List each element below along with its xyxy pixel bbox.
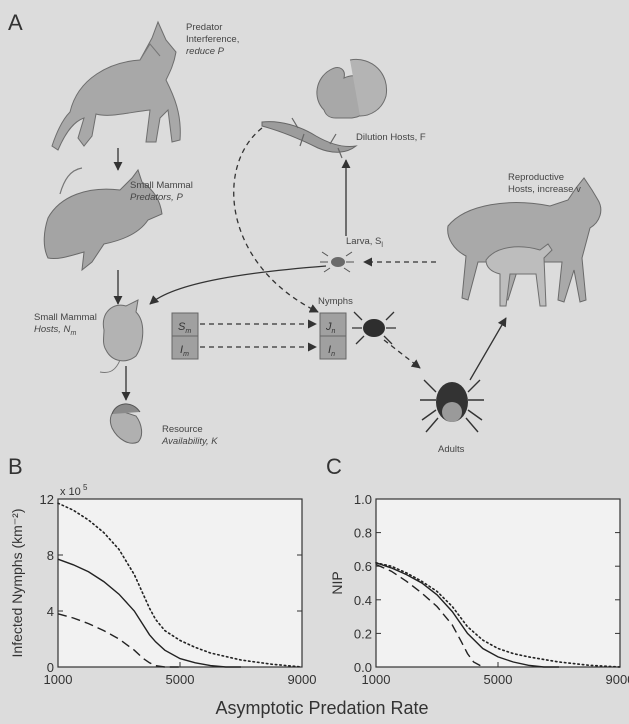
chart-c-y-axis-title: NIP <box>329 571 345 594</box>
chart-c: 0.00.20.40.60.81.0100050009000NIP <box>329 492 629 687</box>
mouse-icon <box>100 300 143 373</box>
predator-interference-label-3: reduce P <box>186 46 225 57</box>
lizard-icon <box>262 118 356 158</box>
chart-c-y-tick-label: 0.2 <box>354 626 372 641</box>
panel-label-b: B <box>8 454 23 479</box>
nymph-infection-box: Jn In <box>320 313 346 359</box>
chart-b-y-axis-title: Infected Nymphs (km⁻²) <box>9 509 25 658</box>
adult-tick-icon <box>420 380 484 432</box>
chart-c-x-tick-label: 1000 <box>362 672 391 687</box>
chart-c-x-tick-label: 9000 <box>606 672 629 687</box>
shared-x-axis-label: Asymptotic Predation Rate <box>215 698 428 718</box>
adults-label: Adults <box>438 444 465 455</box>
arrow-lizard-to-nymphs <box>234 128 318 312</box>
nymphs-label: Nymphs <box>318 296 353 307</box>
small-mammal-predators-label-2: Predators, P <box>130 192 183 203</box>
predator-interference-label-2: Interference, <box>186 34 239 45</box>
larva-label: Larva, Sl <box>346 236 383 249</box>
resource-label-2: Availability, K <box>161 436 218 447</box>
chart-b-y-tick-label: 8 <box>47 548 54 563</box>
chart-b-x-tick-label: 1000 <box>44 672 73 687</box>
small-mammal-hosts-label-1: Small Mammal <box>34 312 97 323</box>
deer-icon <box>448 178 601 306</box>
dilution-hosts-label: Dilution Hosts, F <box>356 132 426 143</box>
chart-b-y-tick-label: 12 <box>40 492 54 507</box>
arrow-nymph-to-adult <box>384 340 420 368</box>
larva-tick-icon <box>320 252 354 272</box>
arrow-larva-to-mouse <box>150 266 326 304</box>
acorn-icon <box>110 404 141 443</box>
chart-c-y-tick-label: 1.0 <box>354 492 372 507</box>
coyote-icon <box>52 22 180 150</box>
small-mammal-hosts-label-2: Hosts, Nm <box>34 324 76 337</box>
chart-b-multiplier: x 10 5 <box>60 483 88 498</box>
arrow-adult-to-deer <box>470 318 506 380</box>
chart-b-x-tick-label: 5000 <box>166 672 195 687</box>
chart-c-x-tick-label: 5000 <box>484 672 513 687</box>
chart-c-y-tick-label: 0.4 <box>354 593 372 608</box>
chart-c-y-tick-label: 0.8 <box>354 526 372 541</box>
small-mammal-predators-label-1: Small Mammal <box>130 180 193 191</box>
chart-c-plot-area <box>376 499 620 667</box>
nymph-tick-icon <box>352 312 396 344</box>
resource-label-1: Resource <box>162 424 203 435</box>
squirrel-icon <box>317 59 387 118</box>
predator-interference-label-1: Predator <box>186 22 222 33</box>
chart-b-y-tick-label: 4 <box>47 604 54 619</box>
panel-label-c: C <box>326 454 342 479</box>
reproductive-hosts-label-2: Hosts, increase v <box>508 184 581 195</box>
chart-c-y-tick-label: 0.6 <box>354 559 372 574</box>
reproductive-hosts-label-1: Reproductive <box>508 172 564 183</box>
chart-b-x-tick-label: 9000 <box>288 672 317 687</box>
host-infection-box: Sm Im <box>172 313 198 359</box>
panel-label-a: A <box>8 10 23 35</box>
